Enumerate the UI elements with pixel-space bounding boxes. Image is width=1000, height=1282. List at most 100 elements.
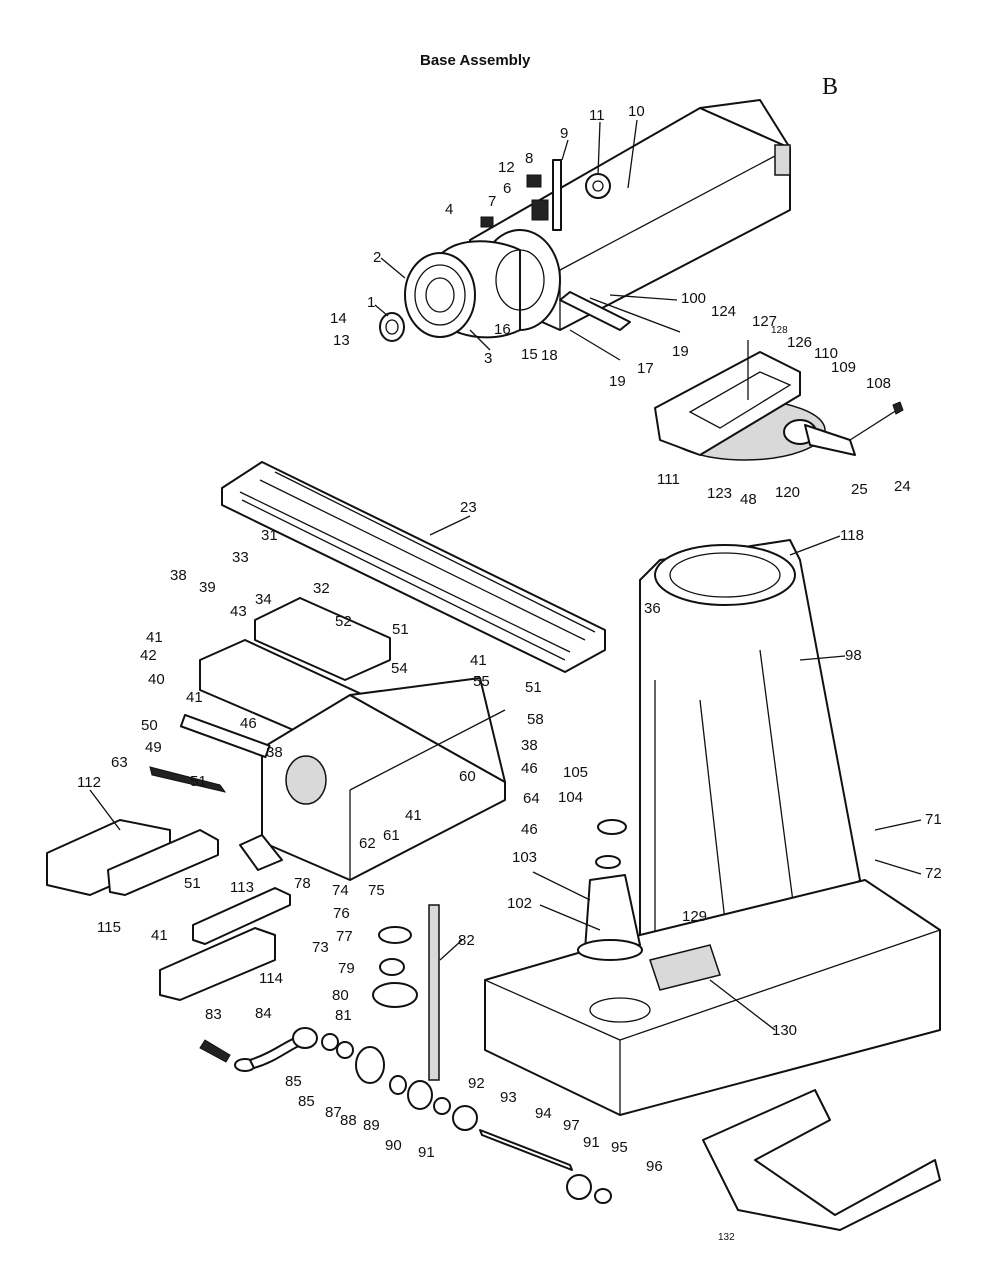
callout-96: 96 (646, 1158, 663, 1175)
callout-4: 4 (445, 201, 453, 218)
callout-85b: 85 (298, 1093, 315, 1110)
callout-80: 80 (332, 987, 349, 1004)
callout-110: 110 (814, 345, 838, 362)
callout-18: 18 (541, 347, 558, 364)
callout-41d: 41 (405, 807, 422, 824)
callout-61: 61 (383, 827, 400, 844)
callout-123: 123 (707, 485, 732, 502)
gibs-and-strips (46, 819, 291, 1001)
callout-33: 33 (232, 549, 249, 566)
callout-79: 79 (338, 960, 355, 977)
callout-41a: 41 (146, 629, 163, 646)
callout-85a: 85 (285, 1073, 302, 1090)
callout-97: 97 (563, 1117, 580, 1134)
callout-49: 49 (145, 739, 162, 756)
callout-113: 113 (230, 879, 254, 896)
saddle-and-knee (149, 597, 506, 881)
callout-58: 58 (527, 711, 544, 728)
callout-41c: 41 (186, 689, 203, 706)
callout-115: 115 (97, 919, 121, 936)
callout-64: 64 (523, 790, 540, 807)
callout-62: 62 (359, 835, 376, 852)
callout-19b: 19 (609, 373, 626, 390)
callout-105: 105 (563, 764, 588, 781)
callout-55: 55 (473, 673, 490, 690)
callout-51c: 51 (190, 773, 207, 790)
callout-93: 93 (500, 1089, 517, 1106)
callout-83: 83 (205, 1006, 222, 1023)
callout-48: 48 (740, 491, 757, 508)
column-and-base (484, 539, 941, 1116)
callout-127: 127 (752, 313, 777, 330)
swivel-table-assembly (654, 340, 904, 461)
callout-73: 73 (312, 939, 329, 956)
callout-46c: 46 (521, 821, 538, 838)
callout-63: 63 (111, 754, 128, 771)
callout-38b: 38 (266, 744, 283, 761)
callout-32: 32 (313, 580, 330, 597)
callout-104: 104 (558, 789, 583, 806)
callout-24: 24 (894, 478, 911, 495)
callout-11: 11 (589, 107, 605, 124)
callout-31: 31 (261, 527, 278, 544)
callout-92: 92 (468, 1075, 485, 1092)
callout-7: 7 (488, 193, 496, 210)
callout-25: 25 (851, 481, 868, 498)
callout-3: 3 (484, 350, 492, 367)
callout-12: 12 (498, 159, 515, 176)
callout-89: 89 (363, 1117, 380, 1134)
callout-8: 8 (525, 150, 533, 167)
callout-13: 13 (333, 332, 350, 349)
ram-assembly (379, 99, 791, 361)
callout-50: 50 (141, 717, 158, 734)
elevating-screw-assembly (199, 904, 612, 1204)
callout-14: 14 (330, 310, 347, 327)
callout-17: 17 (637, 360, 654, 377)
callout-46a: 46 (240, 715, 257, 732)
callout-34: 34 (255, 591, 272, 608)
work-table (221, 461, 606, 673)
callout-51a: 51 (392, 621, 409, 638)
callout-82: 82 (458, 932, 475, 949)
callout-41e: 41 (151, 927, 168, 944)
callout-52: 52 (335, 613, 352, 630)
callout-81: 81 (335, 1007, 352, 1024)
callout-120: 120 (775, 484, 800, 501)
callout-114: 114 (259, 970, 283, 987)
callout-88: 88 (340, 1112, 357, 1129)
callout-39: 39 (199, 579, 216, 596)
callout-132: 132 (718, 1232, 735, 1243)
callout-75: 75 (368, 882, 385, 899)
callout-51d: 51 (184, 875, 201, 892)
callout-2: 2 (373, 249, 381, 266)
callout-111: 111 (657, 471, 680, 488)
callout-54: 54 (391, 660, 408, 677)
callout-23: 23 (460, 499, 477, 516)
callout-103: 103 (512, 849, 537, 866)
callout-40: 40 (148, 671, 165, 688)
callout-91b: 91 (583, 1134, 600, 1151)
callout-128: 128 (771, 325, 788, 336)
callout-77: 77 (336, 928, 353, 945)
callout-108: 108 (866, 375, 891, 392)
callout-46b: 46 (521, 760, 538, 777)
callout-38c: 38 (521, 737, 538, 754)
callout-98: 98 (845, 647, 862, 664)
callout-74: 74 (332, 882, 349, 899)
callout-84: 84 (255, 1005, 272, 1022)
callout-labels: 1 2 3 4 6 7 8 9 10 11 12 13 14 15 16 17 … (77, 103, 942, 1243)
callout-109: 109 (831, 359, 856, 376)
callout-15: 15 (521, 346, 538, 363)
callout-16: 16 (494, 321, 511, 338)
callout-43: 43 (230, 603, 247, 620)
callout-87: 87 (325, 1104, 342, 1121)
callout-19a: 19 (672, 343, 689, 360)
callout-91a: 91 (418, 1144, 435, 1161)
callout-42: 42 (140, 647, 157, 664)
callout-95: 95 (611, 1139, 628, 1156)
callout-9: 9 (560, 125, 568, 142)
callout-124: 124 (711, 303, 736, 320)
callout-60: 60 (459, 768, 476, 785)
callout-71: 71 (925, 811, 942, 828)
